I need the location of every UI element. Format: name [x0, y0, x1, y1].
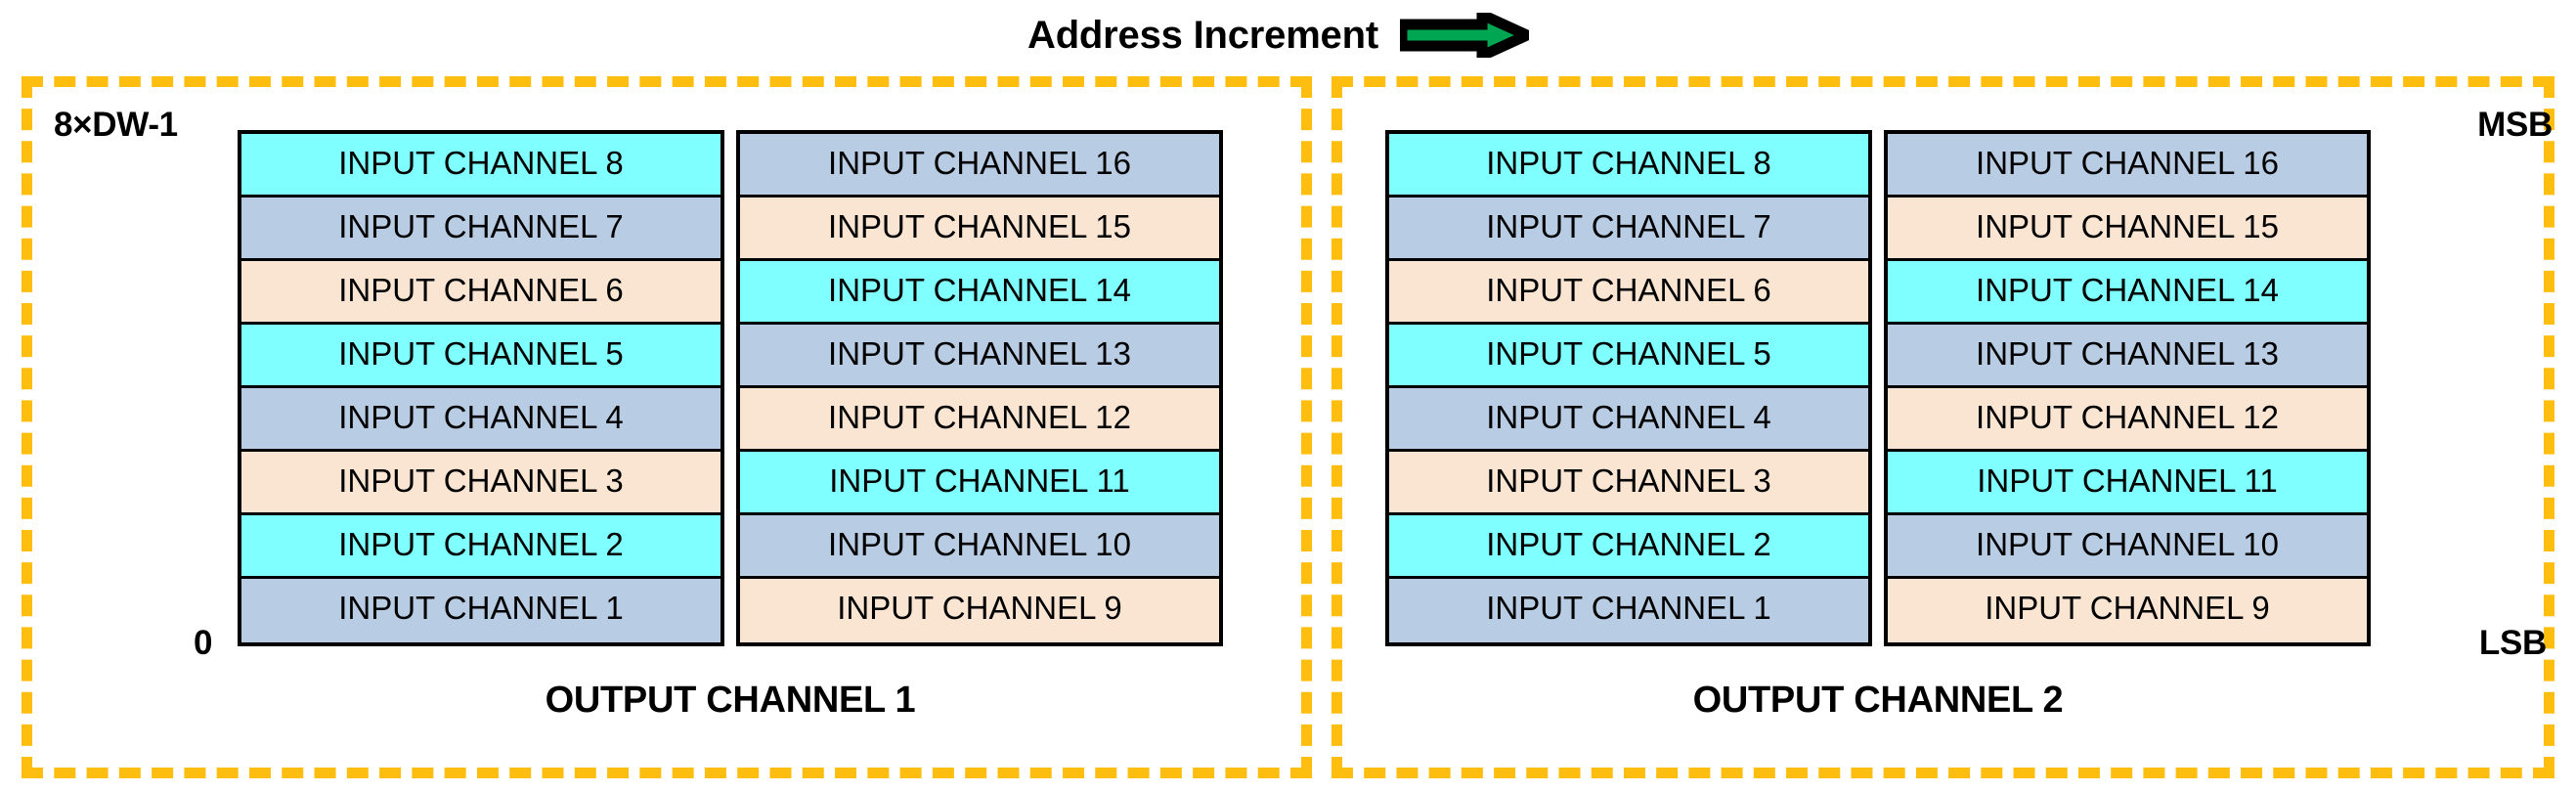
input-channel-cell[interactable]: INPUT CHANNEL 11: [1888, 452, 2367, 515]
output-channel-1-boundary: [22, 76, 1312, 778]
input-channel-cell[interactable]: INPUT CHANNEL 8: [1389, 134, 1868, 198]
input-channel-cell[interactable]: INPUT CHANNEL 2: [1389, 515, 1868, 579]
page-title: Address Increment: [1027, 13, 1378, 57]
output-channel-2-boundary: [1332, 76, 2554, 778]
input-channel-cell[interactable]: INPUT CHANNEL 8: [241, 134, 720, 198]
input-channel-cell[interactable]: INPUT CHANNEL 14: [740, 261, 1219, 325]
input-channel-cell[interactable]: INPUT CHANNEL 1: [241, 579, 720, 642]
input-channel-cell[interactable]: INPUT CHANNEL 6: [1389, 261, 1868, 325]
address-top-label: 8×DW-1: [54, 106, 178, 144]
msb-label: MSB: [2477, 106, 2553, 144]
input-channel-cell[interactable]: INPUT CHANNEL 12: [740, 388, 1219, 452]
lsb-label: LSB: [2478, 624, 2547, 662]
input-channel-cell[interactable]: INPUT CHANNEL 10: [740, 515, 1219, 579]
input-channel-cell[interactable]: INPUT CHANNEL 7: [241, 198, 720, 261]
input-channel-cell[interactable]: INPUT CHANNEL 1: [1389, 579, 1868, 642]
input-channel-cell[interactable]: INPUT CHANNEL 13: [1888, 325, 2367, 388]
header: Address Increment: [0, 0, 2576, 70]
arrow-right-icon: [1396, 6, 1541, 65]
input-channel-cell[interactable]: INPUT CHANNEL 4: [1389, 388, 1868, 452]
input-channel-cell[interactable]: INPUT CHANNEL 14: [1888, 261, 2367, 325]
input-channel-cell[interactable]: INPUT CHANNEL 11: [740, 452, 1219, 515]
header-inner: Address Increment: [1027, 6, 1541, 65]
address-bottom-label: 0: [194, 624, 213, 662]
input-channel-cell[interactable]: INPUT CHANNEL 16: [740, 134, 1219, 198]
input-channel-cell[interactable]: INPUT CHANNEL 6: [241, 261, 720, 325]
input-channel-cell[interactable]: INPUT CHANNEL 9: [740, 579, 1219, 642]
input-channel-cell[interactable]: INPUT CHANNEL 4: [241, 388, 720, 452]
input-channel-cell[interactable]: INPUT CHANNEL 9: [1888, 579, 2367, 642]
input-channel-cell[interactable]: INPUT CHANNEL 15: [740, 198, 1219, 261]
input-channel-cell[interactable]: INPUT CHANNEL 2: [241, 515, 720, 579]
input-channel-cell[interactable]: INPUT CHANNEL 3: [1389, 452, 1868, 515]
input-channel-cell[interactable]: INPUT CHANNEL 7: [1389, 198, 1868, 261]
input-channel-cell[interactable]: INPUT CHANNEL 12: [1888, 388, 2367, 452]
input-channel-cell[interactable]: INPUT CHANNEL 5: [1389, 325, 1868, 388]
input-channel-cell[interactable]: INPUT CHANNEL 10: [1888, 515, 2367, 579]
output-channel-1-caption: OUTPUT CHANNEL 1: [545, 680, 916, 721]
input-channel-cell[interactable]: INPUT CHANNEL 3: [241, 452, 720, 515]
output-channel-2-caption: OUTPUT CHANNEL 2: [1692, 680, 2064, 721]
input-channel-cell[interactable]: INPUT CHANNEL 15: [1888, 198, 2367, 261]
input-channel-cell[interactable]: INPUT CHANNEL 5: [241, 325, 720, 388]
input-channel-cell[interactable]: INPUT CHANNEL 13: [740, 325, 1219, 388]
input-channel-cell[interactable]: INPUT CHANNEL 16: [1888, 134, 2367, 198]
